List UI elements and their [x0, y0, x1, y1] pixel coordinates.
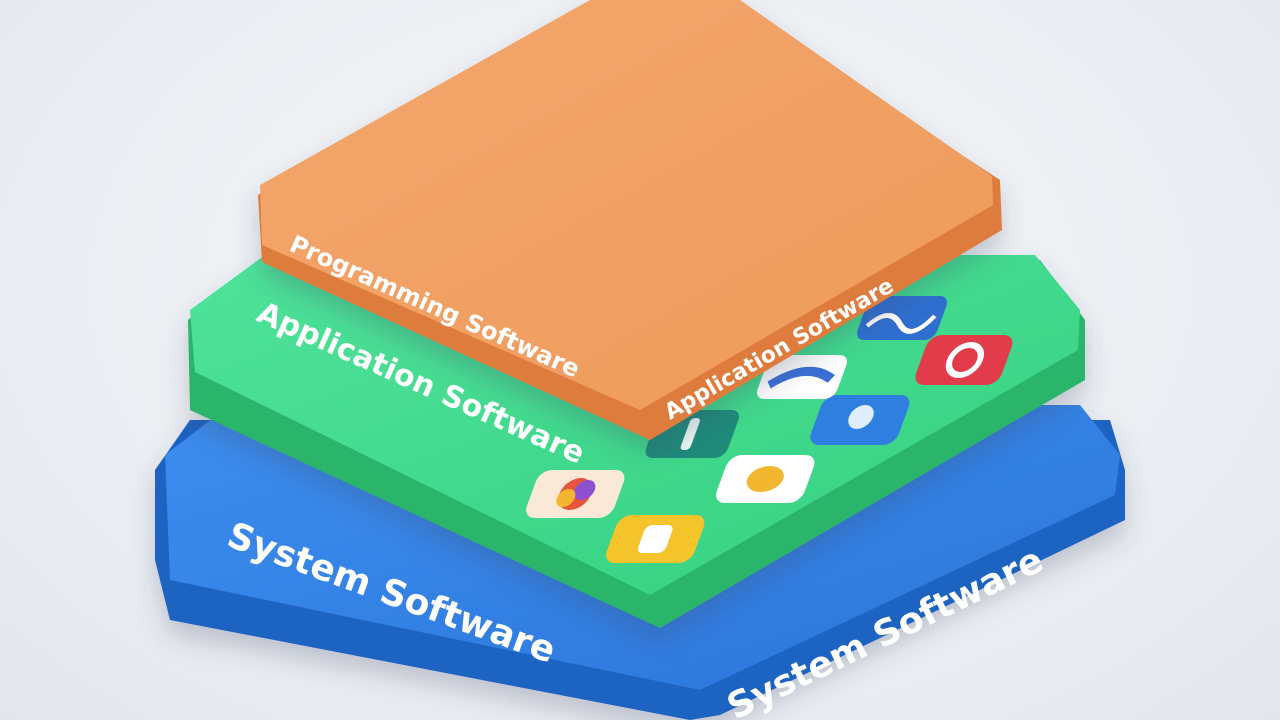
programming-software-layer [258, 0, 1002, 440]
blue-pattern-app-icon [856, 296, 948, 340]
blue-white-app-icon [756, 355, 848, 399]
programming-layer-top [260, 0, 993, 410]
red-app-icon [915, 335, 1013, 385]
app-icons [526, 296, 1013, 563]
